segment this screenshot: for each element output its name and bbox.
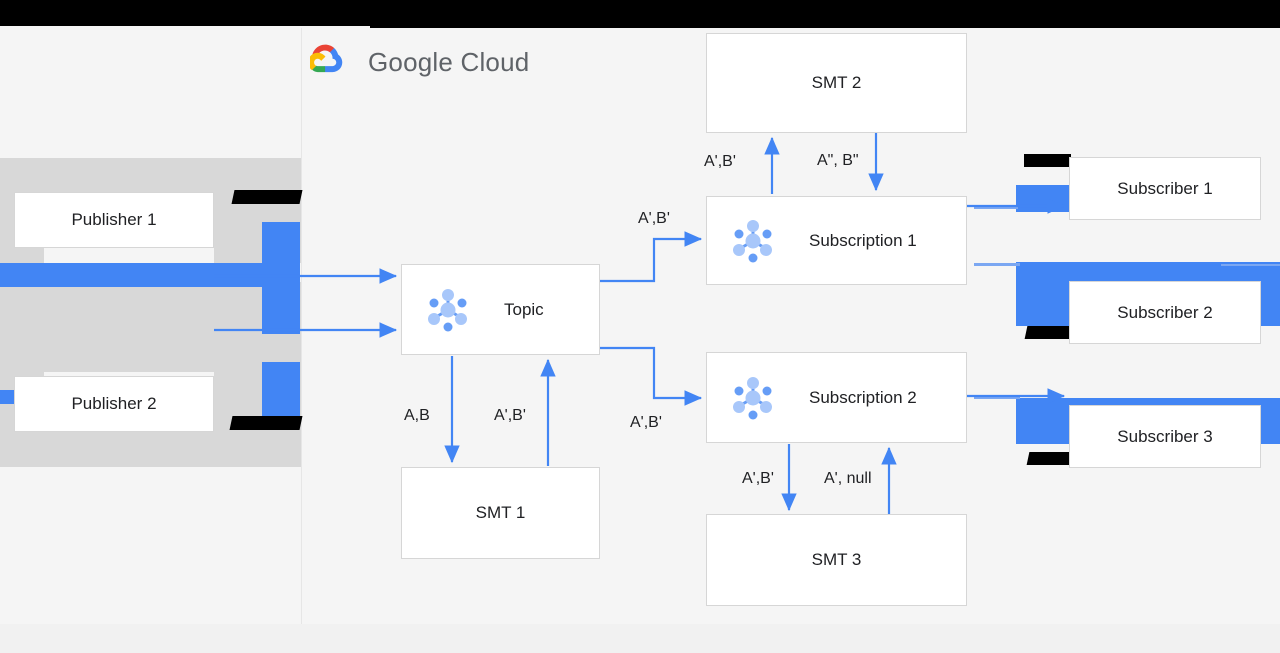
node-label: SMT 3 [811, 550, 862, 569]
node-label: Subscriber 2 [1117, 302, 1213, 322]
node-label: Subscriber 3 [1117, 426, 1213, 446]
page-bottom-strip [0, 624, 1280, 653]
brand-name-cloud: Cloud [460, 47, 530, 77]
top-bar-right [370, 0, 1280, 28]
render-artifact-gray-band [0, 282, 301, 372]
pubsub-node-icon [725, 370, 781, 426]
node-publisher-1[interactable]: Publisher 1 [14, 192, 214, 248]
node-label: SMT 1 [475, 503, 526, 522]
render-artifact-blue-line [974, 206, 1018, 209]
node-smt-3[interactable]: SMT 3 [706, 514, 967, 606]
render-artifact-blue-block [262, 362, 300, 422]
node-label: SMT 2 [811, 73, 862, 92]
node-smt-1[interactable]: SMT 1 [401, 467, 600, 559]
node-label: Subscriber 1 [1117, 178, 1213, 198]
node-publisher-2[interactable]: Publisher 2 [14, 376, 214, 432]
edge-topic-to-subscription1 [600, 231, 703, 283]
render-artifact-blue-line [974, 396, 1020, 399]
render-artifact-gray-band [0, 430, 301, 467]
render-artifact-black-bar [1024, 154, 1071, 167]
node-label: Subscription 2 [809, 387, 917, 407]
node-topic[interactable]: Topic [401, 264, 600, 355]
top-bar-left [0, 0, 370, 26]
google-cloud-logo: Google Cloud [308, 42, 530, 83]
edge-label-smt3-to-subscription2: A', null [824, 470, 872, 487]
node-smt-2[interactable]: SMT 2 [706, 33, 967, 133]
edge-label-subscription2-to-smt3: A',B' [742, 470, 774, 487]
render-artifact-blue-block [0, 390, 17, 404]
node-label: Topic [504, 299, 544, 319]
pubsub-node-icon [420, 282, 476, 338]
node-subscription-2[interactable]: Subscription 2 [706, 352, 967, 443]
node-subscription-1[interactable]: Subscription 1 [706, 196, 967, 285]
google-cloud-logo-icon [308, 42, 354, 83]
render-artifact-blue-line [974, 263, 1020, 266]
edge-label-topic-to-subscription1: A',B' [638, 210, 670, 227]
node-subscriber-2[interactable]: Subscriber 2 [1069, 281, 1261, 344]
pubsub-node-icon [725, 213, 781, 269]
node-label: Publisher 1 [71, 210, 157, 229]
render-artifact-blue-line [1221, 264, 1280, 266]
node-label: Publisher 2 [71, 394, 157, 413]
edge-label-topic-to-smt1: A,B [404, 407, 430, 424]
edge-label-subscription1-to-smt2: A',B' [704, 153, 736, 170]
edge-label-topic-to-subscription2: A',B' [630, 414, 662, 431]
canvas-divider [301, 28, 302, 624]
brand-name-google: Google [368, 47, 454, 77]
node-label: Subscription 1 [809, 230, 917, 250]
node-subscriber-1[interactable]: Subscriber 1 [1069, 157, 1261, 220]
edge-label-smt2-to-subscription1: A", B" [817, 152, 859, 169]
edge-topic-to-subscription2 [600, 346, 703, 406]
node-subscriber-3[interactable]: Subscriber 3 [1069, 405, 1261, 468]
edge-label-smt1-to-topic: A',B' [494, 407, 526, 424]
